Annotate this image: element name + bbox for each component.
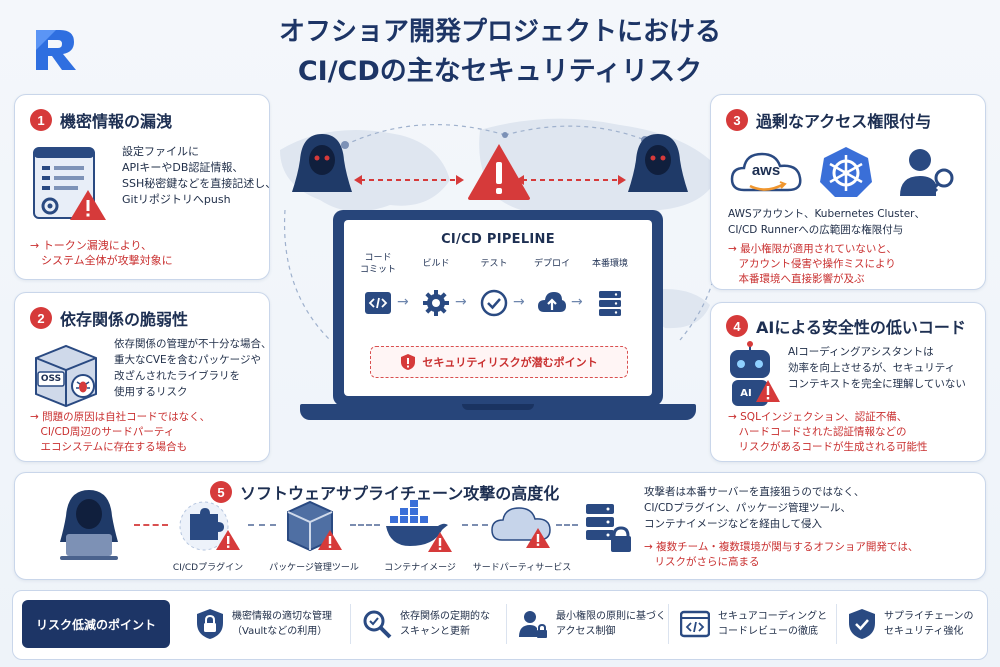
threat-arrows-icon (354, 175, 626, 185)
aws-label: aws (751, 162, 781, 179)
shield-alert-icon (401, 354, 416, 370)
attack-arrow (134, 524, 168, 526)
risk-card-3-title: 過剰なアクセス権限付与 (756, 112, 932, 131)
user-lock-icon (519, 611, 547, 638)
mitigation-item-secure-coding: セキュアコーディングと コードレビューの徹底 (680, 600, 827, 648)
stage-label-commit: コードコミット (359, 253, 396, 275)
ai-robot-warning-icon (730, 341, 780, 406)
hacker-right-icon (628, 134, 688, 192)
mitigation-item-dependency: 依存関係の定期的な スキャンと更新 (362, 600, 490, 648)
stage-arrow: → (397, 294, 409, 310)
flow-arrow (350, 524, 380, 526)
puzzle-plugin-icon (179, 501, 240, 551)
risk-card-2-title: 依存関係の脆弱性 (60, 310, 189, 329)
risk-point-label: セキュリティリスクが潜むポイント (422, 356, 598, 369)
title-line-2: CI/CDの主なセキュリティリスク (297, 56, 703, 87)
risk-card-4-header: 4 AIによる安全性の低いコード (726, 314, 966, 338)
code-window-icon (680, 610, 710, 638)
risk-card-1-impact: → トークン漏洩により、 システム全体が攻撃対象に (30, 239, 173, 267)
stage-label-test: テスト (480, 259, 508, 269)
central-warning-icon (468, 144, 530, 200)
mitigation-item-supply-chain: サプライチェーンの セキュリティ強化 (848, 600, 974, 648)
mitigation-bar (12, 590, 988, 660)
kubernetes-helm-icon (820, 147, 872, 197)
risk-card-1-title: 機密情報の漏洩 (60, 112, 173, 131)
risk-card-5-impact: → 複数チーム・複数環境が関与するオフショア開発では、 リスクがさらに高まる (644, 541, 919, 568)
pipeline-title: CI/CD PIPELINE (441, 232, 555, 247)
risk-number-badge: 1 (30, 109, 52, 131)
stage-arrow: → (571, 294, 583, 310)
risk-number-badge: 5 (210, 481, 232, 503)
supply-step-label: CI/CDプラグイン (172, 563, 244, 573)
risk-card-4-description: AIコーディングアシスタントは 効率を向上させるが、セキュリティ コンテキストを… (788, 346, 966, 390)
laptop-notch (462, 404, 534, 410)
risk-card-2-impact: → 問題の原因は自社コードではなく、 CI/CD周辺のサードパーティ エコシステ… (30, 411, 211, 453)
title-line-1: オフショア開発プロジェクトにおける (278, 17, 721, 47)
code-file-icon (365, 292, 391, 314)
risk-card-2-description: 依存関係の管理が不十分な場合、 重大なCVEを含むパッケージや 改ざんされたライ… (114, 338, 272, 398)
mitigation-divider (836, 604, 837, 644)
stage-label-build: ビルド (422, 259, 450, 269)
hacker-left-icon (292, 134, 352, 192)
risk-card-3-impact: → 最小権限が適用されていないと、 アカウント侵害や操作ミスにより 本番環境へ直… (728, 243, 897, 285)
risk-card-5-header: 5 ソフトウェアサプライチェーン攻撃の高度化 (210, 480, 559, 504)
stage-label-deploy: デプロイ (533, 259, 570, 269)
check-circle-icon (480, 289, 508, 317)
mitigation-divider (506, 604, 507, 644)
risk-number-badge: 3 (726, 109, 748, 131)
config-file-warning-icon (33, 147, 106, 220)
shield-check-icon (849, 609, 875, 639)
risk-card-1-description: 設定ファイルに APIキーやDB認証情報、 SSH秘密鍵などを直接記述し、 Gi… (122, 145, 277, 206)
magnifier-icon (363, 610, 392, 639)
flow-arrow (556, 524, 578, 526)
package-box-icon (287, 500, 342, 552)
stage-arrow: → (455, 294, 467, 310)
user-key-icon (900, 149, 954, 196)
risk-number-badge: 4 (726, 315, 748, 337)
mitigation-divider (350, 604, 351, 644)
risk-card-5-description: 攻撃者は本番サーバーを直接狙うのではなく、 CI/CDプラグイン、パッケージ管理… (644, 486, 865, 530)
mitigation-item-least-privilege: 最小権限の原則に基づく アクセス制御 (518, 600, 666, 648)
supply-step-label: コンテナイメージ (384, 563, 456, 573)
risk-card-1-header: 1 機密情報の漏洩 (30, 108, 172, 132)
third-party-cloud-icon (491, 507, 551, 548)
aws-cloud-icon (730, 152, 802, 192)
mitigation-divider (668, 604, 669, 644)
supply-step-label: サードパーティサービス (472, 563, 572, 573)
page-title: オフショア開発プロジェクトにおける CI/CDの主なセキュリティリスク (200, 12, 800, 92)
ai-label: AI (740, 388, 752, 399)
flow-arrow (248, 524, 276, 526)
company-logo-icon (36, 30, 76, 70)
risk-card-4-title: AIによる安全性の低いコード (756, 318, 966, 337)
risk-card-5-title: ソフトウェアサプライチェーン攻撃の高度化 (240, 484, 560, 503)
risk-number-badge: 2 (30, 307, 52, 329)
server-stack-icon (599, 291, 621, 316)
mitigation-item-secrets: 機密情報の適切な管理 （Vaultなどの利用） (196, 600, 332, 648)
flow-arrow (462, 524, 488, 526)
stage-label-production: 本番環境 (591, 259, 628, 269)
risk-card-2-header: 2 依存関係の脆弱性 (30, 306, 188, 330)
cloud-upload-icon (538, 292, 566, 312)
oss-label: OSS (40, 374, 62, 384)
oss-package-bug-icon (35, 344, 97, 408)
laptop-base (300, 404, 696, 420)
risk-card-3-description: AWSアカウント、Kubernetes Cluster、 CI/CD Runne… (728, 208, 925, 236)
mitigation-label: リスク低減のポイント (22, 600, 170, 648)
supply-step-label: パッケージ管理ツール (269, 563, 359, 573)
stage-arrow: → (513, 294, 525, 310)
risk-card-4-impact: → SQLインジェクション、認証不備、 ハードコードされた認証情報などの リスク… (728, 411, 928, 453)
gear-icon (423, 290, 449, 316)
container-whale-icon (386, 500, 452, 552)
risk-point-callout: セキュリティリスクが潜むポイント (370, 346, 628, 378)
server-lock-icon (586, 504, 631, 552)
risk-card-3-header: 3 過剰なアクセス権限付与 (726, 108, 931, 132)
hacker-laptop-icon (60, 490, 118, 560)
lock-shield-icon (197, 609, 223, 639)
